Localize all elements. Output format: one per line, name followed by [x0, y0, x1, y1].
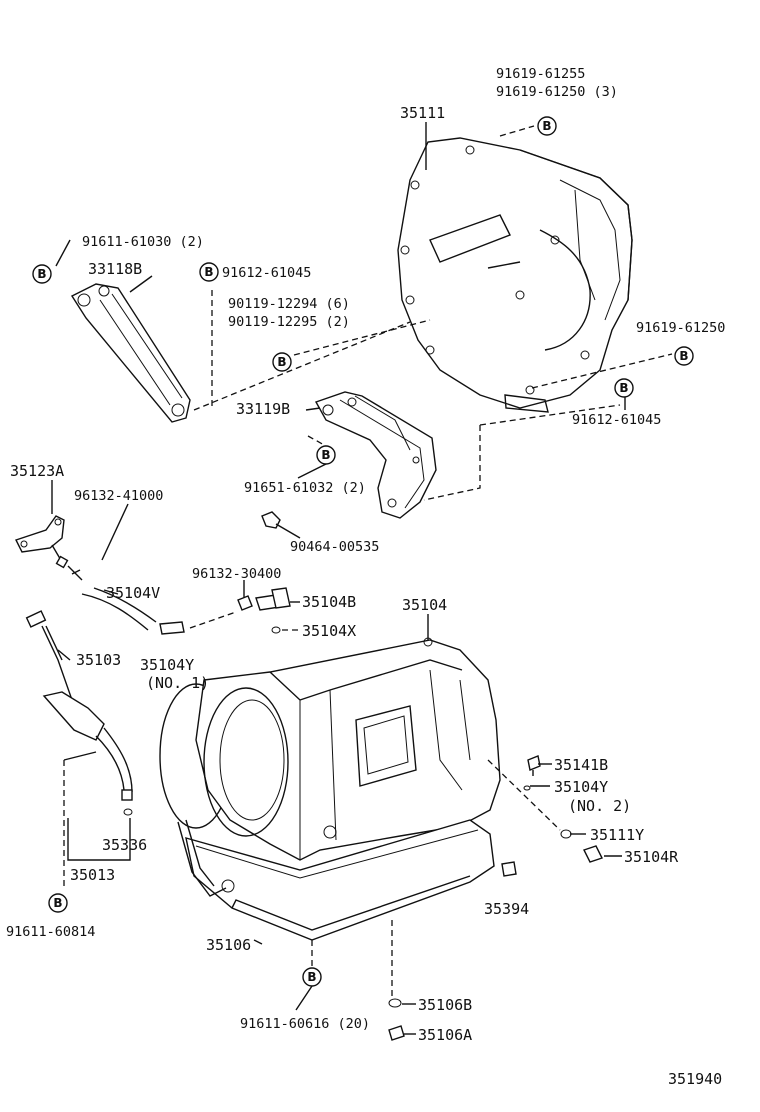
bracket-35123A — [15, 515, 69, 569]
bolt-callout-b-4: B — [272, 352, 292, 372]
label-33119B: 33119B — [236, 400, 290, 418]
oil-pan-35106 — [177, 819, 495, 941]
label-91612-61045-right: 91612-61045 — [572, 412, 661, 428]
label-91611-60814: 91611-60814 — [6, 924, 95, 940]
fitting-35104B — [237, 587, 291, 634]
hose-35104V — [67, 565, 185, 635]
bolt-callout-b-2: B — [32, 264, 52, 284]
label-35013: 35013 — [70, 866, 115, 884]
label-96132-41000: 96132-41000 — [74, 488, 163, 504]
leader-lines — [51, 122, 673, 1035]
bolt-callout-b-6: B — [614, 378, 634, 398]
label-91612-61045-top: 91612-61045 — [222, 265, 311, 281]
bolt-callout-b-3: B — [199, 262, 219, 282]
svg-text:B: B — [542, 119, 551, 133]
bolt-callout-b-5: B — [674, 346, 694, 366]
label-35111: 35111 — [400, 104, 445, 122]
label-35104Y-no2: 35104Y — [554, 778, 608, 796]
label-35336: 35336 — [102, 836, 147, 854]
label-35123A: 35123A — [10, 462, 64, 480]
dipstick-guide-35013 — [42, 691, 133, 816]
label-35141B: 35141B — [554, 756, 608, 774]
label-35106: 35106 — [206, 936, 251, 954]
svg-text:B: B — [679, 349, 688, 363]
label-35104R: 35104R — [624, 848, 679, 866]
bracket-33118B — [70, 283, 191, 423]
svg-text:B: B — [53, 896, 62, 910]
svg-text:B: B — [619, 381, 628, 395]
label-35104Y-no2-sub: (NO. 2) — [568, 797, 631, 815]
label-91651-61032: 91651-61032 (2) — [244, 480, 366, 496]
label-35104Y-no1: 35104Y — [140, 656, 194, 674]
clamp-90464-00535 — [261, 511, 301, 539]
label-35104: 35104 — [402, 596, 447, 614]
diagram-id: 351940 — [668, 1070, 722, 1088]
label-90119-12295: 90119-12295 (2) — [228, 314, 350, 330]
label-35394: 35394 — [484, 900, 529, 918]
label-35104B: 35104B — [302, 593, 356, 611]
label-91619-61250: 91619-61250 — [636, 320, 725, 336]
bolt-callout-b-9: B — [302, 967, 322, 987]
svg-text:B: B — [204, 265, 213, 279]
label-35104X: 35104X — [302, 622, 356, 640]
svg-text:B: B — [307, 970, 316, 984]
plug-35141B — [527, 755, 541, 771]
label-33118B: 33118B — [88, 260, 142, 278]
label-90119-12294: 90119-12294 (6) — [228, 296, 350, 312]
bolt-callout-b-7: B — [316, 445, 336, 465]
svg-text:B: B — [277, 355, 286, 369]
svg-text:B: B — [37, 267, 46, 281]
label-91611-60616: 91611-60616 (20) — [240, 1016, 370, 1032]
drain-plug-35106A — [388, 1025, 405, 1041]
svg-text:B: B — [321, 448, 330, 462]
label-35103: 35103 — [76, 651, 121, 669]
label-35104Y-no1-sub: (NO. 1) — [146, 674, 209, 692]
bell-housing-35111 — [397, 137, 633, 413]
small-parts-right — [388, 755, 603, 1041]
label-35104V: 35104V — [106, 584, 160, 602]
magnet-35394 — [501, 861, 517, 877]
bolt-callout-b-8: B — [48, 893, 68, 913]
bracket-33119B — [314, 391, 437, 519]
label-91619-61255: 91619-61255 — [496, 66, 585, 82]
label-35106B: 35106B — [418, 996, 472, 1014]
label-91611-61030: 91611-61030 (2) — [82, 234, 204, 250]
plug-35104R — [583, 845, 603, 863]
label-35111Y: 35111Y — [590, 826, 644, 844]
bolt-callout-b-1: B — [537, 116, 557, 136]
label-35106A: 35106A — [418, 1026, 472, 1044]
label-90464-00535: 90464-00535 — [290, 539, 379, 555]
label-91619-61250-3: 91619-61250 (3) — [496, 84, 618, 100]
label-96132-30400: 96132-30400 — [192, 566, 281, 582]
